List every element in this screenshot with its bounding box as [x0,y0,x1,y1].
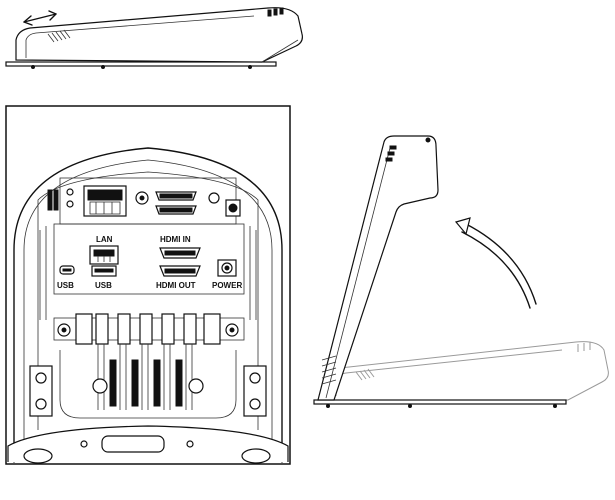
label-lan: LAN [96,235,113,244]
rear-port-panel-view: LAN HDMI IN USB USB HDMI OUT POWER [5,105,291,465]
label-hdmi-in: HDMI IN [160,235,191,244]
right-hinge [243,365,267,417]
device-flat-side-view [5,7,303,69]
hdmi-out-port [159,265,201,277]
port-panel [53,223,245,295]
usb-port-left [59,265,75,275]
usb-port-mid [91,265,117,277]
label-power: POWER [212,281,242,290]
hdmi-in-port [159,247,201,259]
cable-channels [59,344,237,419]
base-plate [5,61,277,67]
top-lan-port [83,185,127,217]
tilted-base-plate [313,399,567,405]
tilt-arrow-icon [454,217,537,309]
power-port [217,259,237,277]
lan-port [89,245,119,265]
label-hdmi-out: HDMI OUT [156,281,196,290]
device-body-tilted [317,135,439,401]
label-usb-left: USB [57,281,74,290]
device-tilted-side-view [313,135,609,408]
device-body-flat [15,7,303,63]
label-usb-mid: USB [95,281,112,290]
left-hinge [29,365,53,417]
housing-outline [13,147,283,463]
slide-arrow-icon [23,10,57,26]
cable-clips [53,313,245,345]
top-hdmi-ports [155,191,197,215]
